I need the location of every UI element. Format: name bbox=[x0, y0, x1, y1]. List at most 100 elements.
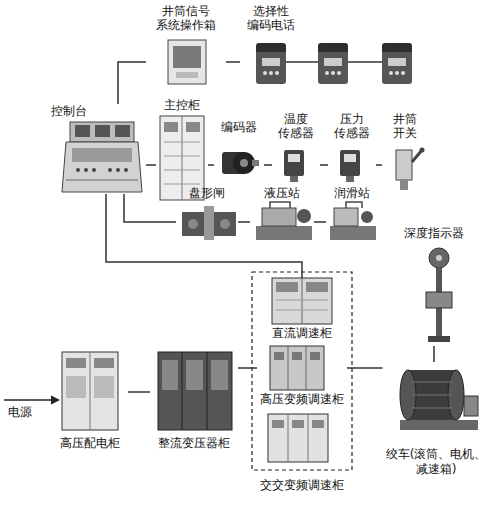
phone-icon bbox=[395, 71, 399, 75]
disc-brake-icon bbox=[204, 206, 214, 240]
signal-box-icon bbox=[168, 40, 206, 84]
winch-icon bbox=[412, 382, 452, 383]
component-node: 井筒 开关 bbox=[382, 112, 428, 194]
depth-indicator-icon bbox=[429, 248, 449, 268]
dc-cabinet-icon bbox=[306, 282, 328, 292]
phone-icon bbox=[256, 48, 286, 84]
cyclo-cabinet-icon bbox=[268, 414, 328, 462]
connector-line bbox=[264, 164, 272, 166]
sensor-icon bbox=[290, 176, 298, 182]
hydraulic-station-icon bbox=[262, 208, 296, 226]
component-label: 控制台 bbox=[50, 104, 88, 118]
sensor-icon bbox=[288, 154, 300, 162]
console-icon bbox=[75, 125, 90, 137]
hv-vfd-cabinet-icon bbox=[274, 352, 284, 360]
connector-line bbox=[146, 164, 156, 166]
component-node: 直流调速柜 bbox=[269, 278, 335, 340]
rectifier-transformer-cabinet-icon bbox=[211, 360, 228, 390]
phone-icon bbox=[269, 71, 273, 75]
winch-icon bbox=[408, 370, 456, 420]
phone-icon bbox=[382, 48, 412, 84]
sensor-icon bbox=[346, 176, 354, 182]
component-node: 控制台 bbox=[48, 104, 146, 194]
console-icon bbox=[108, 168, 112, 172]
encoder-icon bbox=[222, 152, 259, 174]
connector-line bbox=[238, 367, 257, 369]
disc-brake-icon bbox=[220, 219, 230, 229]
cyclo-cabinet-icon bbox=[312, 420, 324, 428]
phone-icon bbox=[256, 43, 412, 84]
power-arrow bbox=[51, 396, 60, 405]
component-node: 编码器 bbox=[214, 120, 264, 184]
phone-icon bbox=[318, 43, 348, 52]
console-icon bbox=[84, 168, 88, 172]
hv-distribution-cabinet-icon bbox=[66, 376, 86, 398]
encoder-icon bbox=[252, 160, 259, 166]
sensor-icon bbox=[344, 154, 356, 162]
component-label: 主控柜 bbox=[163, 98, 201, 112]
connector-line bbox=[320, 164, 328, 166]
phone-icon bbox=[401, 71, 405, 75]
winch-icon bbox=[400, 420, 478, 430]
dc-cabinet-icon bbox=[302, 278, 303, 324]
component-label: 整流变压器柜 bbox=[157, 436, 231, 450]
component-label: 液压站 bbox=[263, 186, 301, 200]
hv-vfd-cabinet-icon bbox=[288, 346, 289, 390]
component-node: 温度 传感器 bbox=[272, 112, 320, 186]
main-cabinet-icon bbox=[186, 122, 200, 132]
console-icon bbox=[66, 180, 138, 181]
phone-icon bbox=[318, 43, 348, 84]
winch-icon bbox=[464, 396, 478, 416]
hv-vfd-cabinet-icon bbox=[310, 352, 320, 360]
hv-distribution-cabinet-icon bbox=[94, 376, 114, 398]
winch-icon bbox=[400, 370, 478, 430]
phone-icon bbox=[256, 43, 286, 52]
component-label: 绞车(滚筒、电机、 减速箱) bbox=[385, 447, 488, 476]
connector-line bbox=[238, 221, 250, 223]
phone-icon bbox=[318, 48, 348, 84]
component-label: 高压变频调速柜 bbox=[259, 392, 345, 406]
main-cabinet-icon bbox=[182, 116, 183, 200]
component-label: 盘形闸 bbox=[188, 186, 226, 200]
connector-line bbox=[118, 62, 146, 104]
hv-distribution-cabinet-icon bbox=[66, 358, 86, 368]
component-label: 选择性 编码电话 bbox=[246, 4, 296, 33]
component-label: 温度 传感器 bbox=[277, 112, 315, 141]
hv-vfd-cabinet-icon bbox=[292, 352, 302, 360]
group-bracket bbox=[252, 272, 352, 470]
component-node: 润滑站 bbox=[326, 186, 378, 242]
console-icon bbox=[76, 168, 80, 172]
component-label: 井筒信号 系统操作箱 bbox=[155, 4, 217, 33]
cyclo-cabinet-icon bbox=[308, 414, 309, 462]
hv-distribution-cabinet-icon bbox=[94, 358, 114, 368]
connector-line bbox=[226, 61, 240, 63]
connector-line bbox=[128, 391, 150, 393]
disc-brake-icon bbox=[182, 212, 204, 236]
connector-line bbox=[347, 367, 383, 369]
console-icon bbox=[70, 122, 134, 142]
component-node: 液压站 bbox=[250, 186, 314, 242]
connector-line bbox=[376, 164, 382, 166]
phone-icon bbox=[325, 71, 329, 75]
cyclo-cabinet-icon bbox=[268, 414, 328, 462]
winch-icon bbox=[412, 408, 452, 409]
power-arrow bbox=[4, 396, 60, 405]
component-label: 直流调速柜 bbox=[271, 326, 333, 340]
rectifier-transformer-cabinet-icon bbox=[207, 352, 208, 430]
phone-icon bbox=[256, 43, 286, 84]
hydraulic-station-icon bbox=[256, 226, 312, 240]
shaft-switch-icon bbox=[396, 150, 412, 180]
lubrication-station-icon bbox=[361, 211, 373, 223]
component-node: 井筒信号 系统操作箱 bbox=[146, 4, 226, 88]
hv-distribution-cabinet-icon bbox=[62, 352, 118, 430]
lubrication-station-icon bbox=[330, 202, 376, 240]
main-cabinet-icon bbox=[164, 156, 200, 157]
component-node: 压力 传感器 bbox=[328, 112, 376, 186]
component-node: 深度指示器 bbox=[396, 226, 472, 346]
phone-icon bbox=[262, 58, 280, 66]
signal-box-icon bbox=[168, 40, 206, 84]
disc-brake-icon bbox=[182, 206, 236, 240]
phone-icon bbox=[324, 58, 342, 66]
phone-icon bbox=[382, 43, 412, 52]
component-label: 编码器 bbox=[220, 120, 258, 134]
